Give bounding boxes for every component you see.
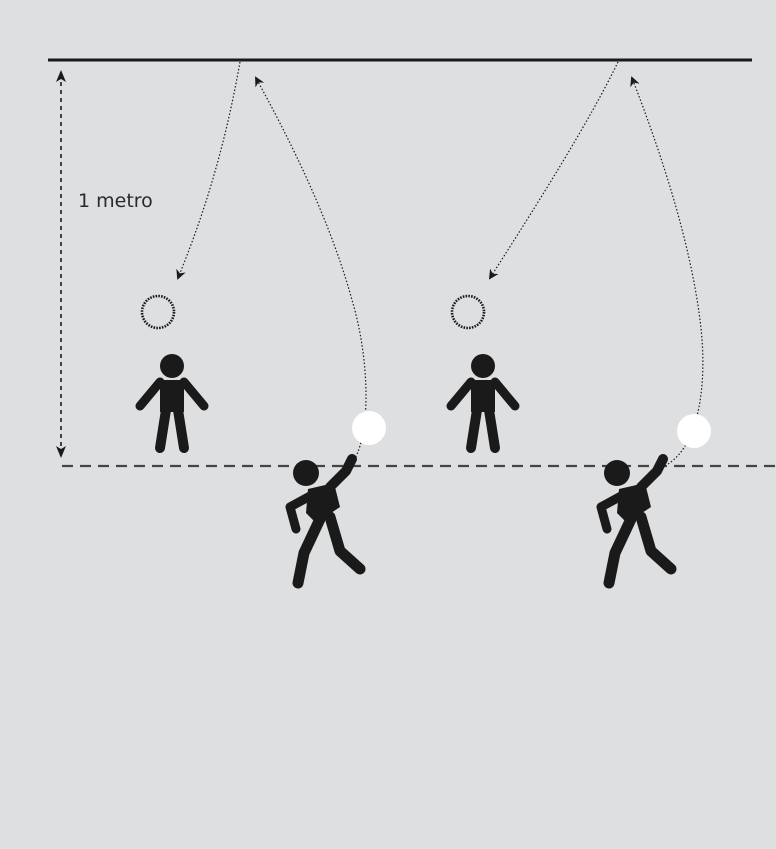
ball-icon (677, 414, 711, 448)
standing-person-icon (140, 354, 204, 448)
throw-trajectory-1 (255, 76, 367, 467)
distance-measure (56, 70, 66, 458)
standing-person-icon (451, 354, 515, 448)
distance-label: 1 metro (78, 190, 153, 212)
throwing-person-icon (601, 459, 671, 583)
ball-target-icon (450, 294, 486, 330)
throwing-person-icon (290, 459, 360, 583)
rebound-trajectory-2 (488, 61, 619, 280)
rebound-trajectory-1 (176, 61, 241, 280)
ball-target-icon (140, 294, 176, 330)
throw-trajectory-2 (630, 76, 704, 465)
ball-icon (352, 411, 386, 445)
